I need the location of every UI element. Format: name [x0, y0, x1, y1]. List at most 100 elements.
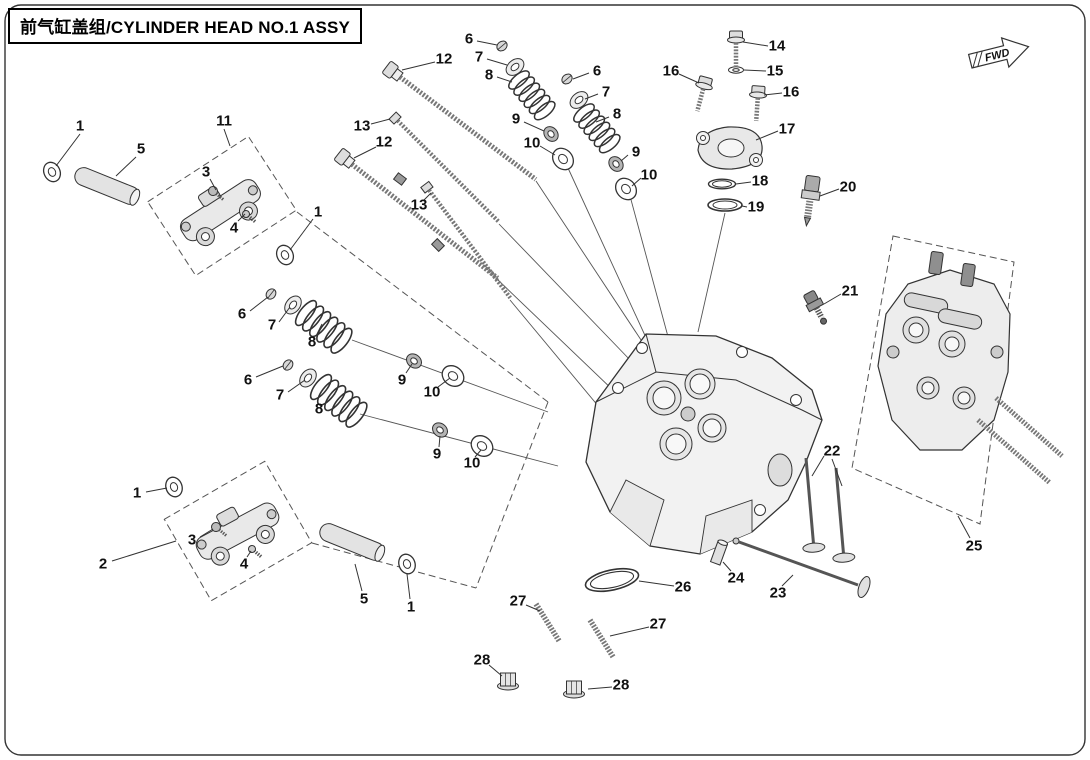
- seat-10b: [610, 173, 642, 205]
- callout-10b: 10: [641, 167, 658, 184]
- callout-21: 21: [842, 283, 859, 300]
- stud-27a: [536, 604, 559, 641]
- callout-8c: 8: [308, 334, 316, 351]
- stud-27b: [590, 620, 613, 657]
- callout-9d: 9: [433, 446, 441, 463]
- keeper-6a: [494, 38, 510, 54]
- callout-27b: 27: [650, 616, 667, 633]
- callout-12b: 12: [376, 134, 393, 151]
- callout-18: 18: [752, 173, 769, 190]
- callout-20: 20: [840, 179, 857, 196]
- subassembly-box-2: [163, 460, 313, 602]
- parts-layer: [39, 31, 1064, 699]
- callout-4a: 4: [230, 220, 239, 237]
- callout-11: 11: [216, 113, 232, 130]
- valve-spring-set-3: [263, 286, 469, 392]
- seat-10c: [437, 360, 469, 392]
- keeper-6b: [559, 71, 575, 87]
- valve-spring-set-1: [494, 38, 579, 175]
- keeper-6d: [280, 357, 296, 373]
- seal-ring-18: [707, 178, 737, 190]
- title-box: 前气缸盖组/CYLINDER HEAD NO.1 ASSY: [8, 8, 363, 44]
- long-bolt-12a: [382, 61, 538, 182]
- sensor-21: [803, 290, 828, 325]
- callout-7b: 7: [602, 84, 610, 101]
- callout-24: 24: [728, 570, 745, 587]
- leader-lines: [55, 40, 971, 690]
- callout-10d: 10: [464, 455, 481, 472]
- washer-9a: [540, 123, 562, 145]
- callout-22: 22: [824, 443, 841, 460]
- adjuster-4b: [248, 545, 263, 559]
- page-title: 前气缸盖组/CYLINDER HEAD NO.1 ASSY: [20, 18, 351, 37]
- callout-26: 26: [675, 579, 692, 596]
- callout-8d: 8: [315, 401, 323, 418]
- callout-14: 14: [769, 38, 786, 55]
- callout-13a: 13: [354, 118, 371, 135]
- callout-7a: 7: [475, 49, 483, 66]
- callout-9c: 9: [398, 372, 406, 389]
- callout-1c: 1: [133, 485, 141, 502]
- cylinder-head: [585, 333, 823, 555]
- callout-7c: 7: [268, 317, 276, 334]
- callout-5a: 5: [137, 141, 145, 158]
- sensor-20: [800, 175, 821, 228]
- washer-1c: [162, 474, 186, 500]
- seat-10a: [547, 143, 579, 175]
- washer-1d: [395, 551, 419, 577]
- rocker-arm-assembly-11: [179, 179, 261, 247]
- callout-17: 17: [779, 121, 796, 138]
- callout-9b: 9: [632, 144, 640, 161]
- washer-1a: [39, 158, 65, 186]
- screw-3b: [211, 522, 228, 538]
- callout-3b: 3: [188, 532, 196, 549]
- stud-nut-a: [392, 172, 408, 186]
- flange-bolt-16a: [689, 75, 714, 113]
- retainer-7b: [566, 87, 592, 113]
- spring-8c: [291, 296, 357, 358]
- callout-1b: 1: [314, 204, 322, 221]
- page-border: [4, 4, 1086, 756]
- callout-labels: 1 5 11 3 4 1 13 12 12 13 6 7 8 9 10 6 7 …: [76, 31, 983, 694]
- washer-9b: [605, 153, 627, 175]
- subassembly-box-25: [851, 235, 1015, 525]
- rocker-arm-assembly-2: [195, 502, 280, 566]
- adjuster-4a: [242, 210, 257, 224]
- callout-25: 25: [966, 538, 983, 555]
- callout-3a: 3: [202, 164, 210, 181]
- stud-nut-b: [430, 237, 446, 253]
- callout-23: 23: [770, 585, 787, 602]
- callout-6a: 6: [465, 31, 473, 48]
- flange-bolt-14: [728, 31, 745, 66]
- valve-spring-set-2: [559, 71, 642, 205]
- rocker-shaft-bottom: [319, 523, 386, 562]
- seal-ring-26: [584, 567, 640, 593]
- callout-10a: 10: [524, 135, 541, 152]
- callout-15: 15: [767, 63, 784, 80]
- callout-28b: 28: [613, 677, 630, 694]
- flange-nut-28a: [497, 672, 519, 691]
- callout-6c: 6: [238, 306, 246, 323]
- callout-19: 19: [748, 199, 765, 216]
- callout-28a: 28: [474, 652, 491, 669]
- thermostat-cover-17: [696, 126, 763, 170]
- fwd-arrow: FWD: [967, 37, 1030, 69]
- cylinder-head-assembly-25: [877, 251, 1064, 485]
- callout-1d: 1: [407, 599, 415, 616]
- callout-2: 2: [99, 556, 107, 573]
- callout-4b: 4: [240, 556, 249, 573]
- callout-27a: 27: [510, 593, 527, 610]
- callout-6b: 6: [593, 63, 601, 80]
- callout-13b: 13: [411, 197, 428, 214]
- long-bolt-12b: [334, 148, 500, 281]
- callout-12a: 12: [436, 51, 453, 68]
- callout-10c: 10: [424, 384, 441, 401]
- washer-9c: [403, 350, 425, 372]
- valve-spring-set-4: [280, 357, 498, 462]
- stud-13a: [388, 111, 501, 224]
- subassembly-box-11: [147, 135, 297, 277]
- callout-16b: 16: [783, 84, 800, 101]
- retainer-7d: [295, 365, 321, 391]
- flange-bolt-16b: [748, 85, 767, 121]
